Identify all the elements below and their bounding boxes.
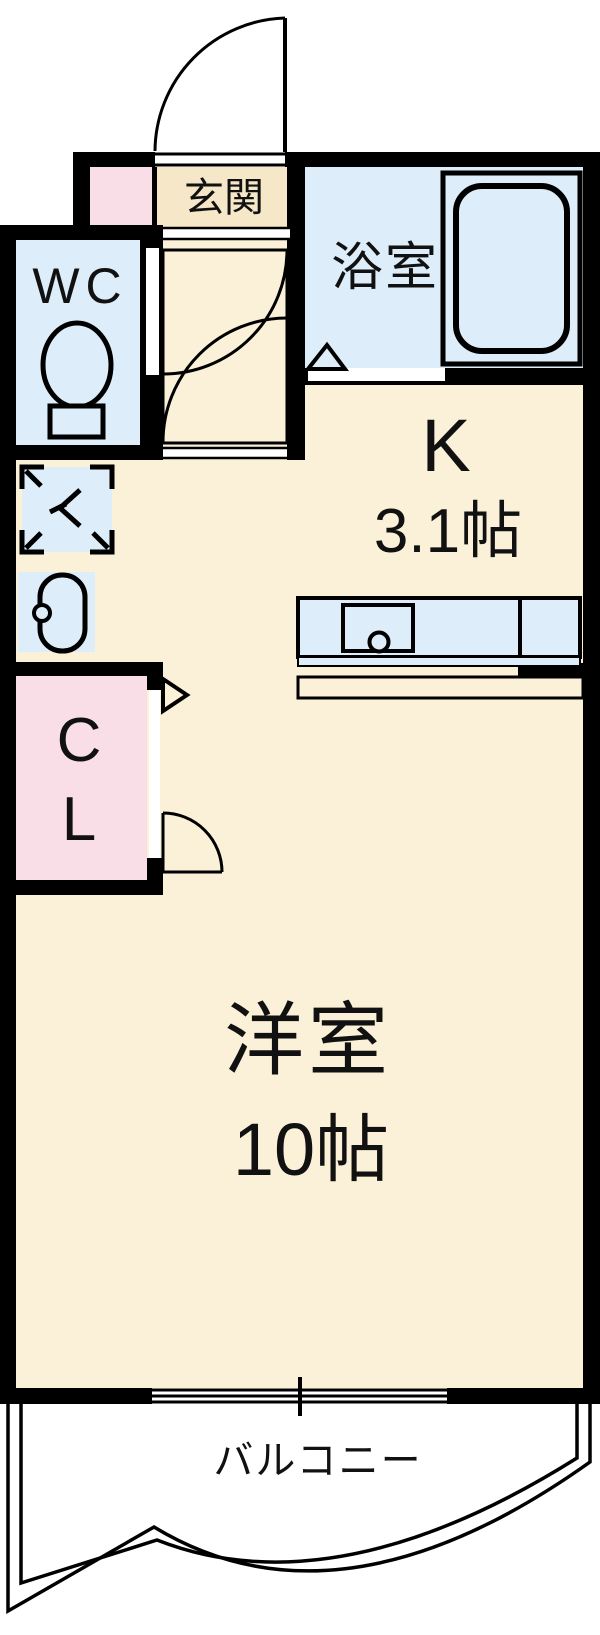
wc-label: WC: [32, 258, 128, 314]
bathtub-inner-icon: [453, 183, 570, 354]
washing-tick: [91, 531, 110, 550]
washing-tick: [24, 469, 43, 488]
kitchen-label: K: [421, 404, 471, 487]
toilet-bowl-icon: [40, 320, 114, 410]
wall-wc-bottom: [0, 445, 152, 460]
bath-door-opening: [308, 368, 445, 381]
washing-bracket-br: [90, 530, 115, 555]
entrance-opening: [155, 152, 285, 167]
wall-bottom-right: [447, 1388, 600, 1404]
balcony-outline-inner: [19, 1404, 579, 1586]
wall-closet-bottom: [0, 880, 163, 895]
entrance-door-arc: [153, 16, 286, 152]
corridor-door-arc-top: [162, 249, 289, 376]
balcony-label: バルコニー: [213, 1439, 423, 1483]
living-door-arc: [162, 811, 224, 873]
wall-corridor-right: [287, 167, 305, 460]
genkan-step: [163, 228, 290, 239]
wall-closet-stub-top: [147, 662, 163, 690]
living-size-label: 10帖: [232, 1108, 390, 1191]
kitchen-faucet-icon: [367, 630, 391, 654]
corridor-door-arc-bottom: [161, 316, 288, 443]
washbasin-faucet-icon: [32, 603, 52, 623]
kitchen-counter-front: [296, 675, 585, 700]
closet-door-triangle: [161, 675, 191, 715]
balcony-outline-outer: [6, 1404, 592, 1615]
washing-tap-tick: [48, 501, 68, 515]
bath-label: 浴室: [330, 239, 440, 297]
closet-label-c: C: [56, 706, 102, 775]
bath-entry-triangle: [303, 341, 349, 371]
closet-door-track: [149, 690, 160, 858]
washing-bracket-tl: [19, 464, 44, 489]
washing-bracket-bl: [19, 530, 44, 555]
genkan-label: 玄関: [184, 176, 264, 220]
corridor-outline: [161, 248, 289, 445]
wall-top: [73, 152, 600, 167]
wall-closet-top: [0, 662, 163, 676]
room-genkan: [157, 167, 287, 228]
washing-bracket-tr: [90, 464, 115, 489]
wall-bottom-left: [0, 1388, 152, 1404]
kitchen-size-label: 3.1帖: [373, 497, 523, 566]
kitchen-counter-edge: [297, 656, 581, 667]
room-closet: [16, 676, 147, 880]
wall-wc-top: [0, 225, 152, 240]
toilet-tank-icon: [47, 403, 106, 440]
living-label: 洋室: [224, 996, 392, 1085]
wc-door-opening: [146, 248, 159, 375]
corridor-opening: [163, 447, 287, 459]
wall-right: [583, 152, 600, 1404]
kitchen-counter: [296, 596, 582, 659]
washing-tick: [24, 531, 43, 550]
interior-floor: [16, 167, 583, 1388]
wall-upper-left: [73, 152, 90, 230]
genkan-divider: [152, 167, 157, 227]
washing-machine-icon: [19, 464, 115, 555]
closet-label-l: L: [61, 785, 97, 854]
wall-left: [0, 225, 16, 1404]
meter-box-area: [90, 167, 152, 225]
